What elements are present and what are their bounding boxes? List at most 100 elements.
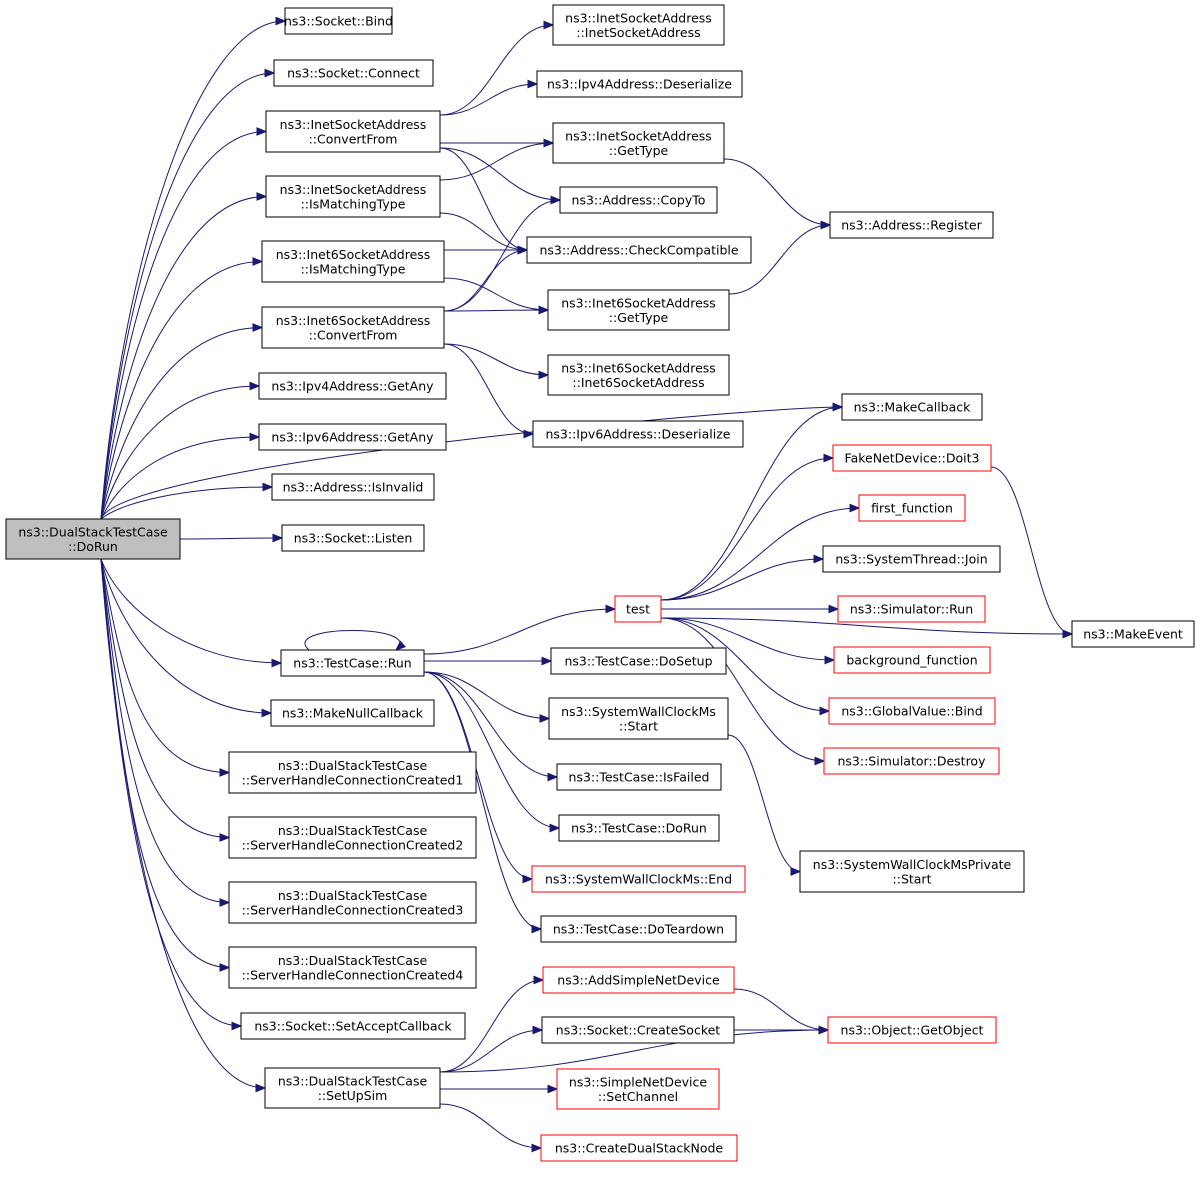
node-box [284,7,393,35]
node-label-line: ns3::SystemWallClockMsPrivate [813,857,1012,872]
call-edge-inet_ismatch-to-addr_checkcompat [439,212,529,255]
node-test[interactable]: test [614,595,662,623]
node-swcp-start[interactable]: ns3::SystemWallClockMsPrivate::Start [799,850,1025,893]
node-ipv4-getany[interactable]: ns3::Ipv4Address::GetAny [258,372,447,400]
node-box [614,595,662,623]
node-gv-bind[interactable]: ns3::GlobalValue::Bind [828,697,996,725]
node-addr-checkcompat[interactable]: ns3::Address::CheckCompatible [526,236,752,264]
node-label-line: ::Inet6SocketAddress [572,375,704,390]
node-addr-copyto[interactable]: ns3::Address::CopyTo [559,186,718,214]
node-inet-gettype[interactable]: ns3::InetSocketAddress::GetType [552,122,725,164]
call-edge-root-to-inet_convert [100,127,268,520]
node-create-dual-node[interactable]: ns3::CreateDualStackNode [540,1134,738,1162]
node-box [526,236,752,264]
node-make-callback[interactable]: ns3::MakeCallback [841,393,983,421]
node-sim-run[interactable]: ns3::Simulator::Run [837,595,986,623]
node-box [1071,620,1195,648]
node-ipv6-getany[interactable]: ns3::Ipv6Address::GetAny [258,423,447,451]
call-edge-add_simple_nd-to-obj_getobject [733,988,830,1035]
node-shcc2[interactable]: ns3::DualStackTestCase::ServerHandleConn… [228,816,477,859]
node-label-line: ns3::Socket::Listen [294,531,413,546]
node-label-line: ::IsMatchingType [301,196,406,211]
node-box [261,240,445,283]
node-label-line: ::ConvertFrom [309,131,398,146]
node-label-line: ::ConvertFrom [309,327,398,342]
node-simple-nd-setch[interactable]: ns3::SimpleNetDevice::SetChannel [556,1068,720,1110]
node-sock-create[interactable]: ns3::Socket::CreateSocket [541,1016,735,1044]
node-box [532,420,744,448]
node-tc-run[interactable]: ns3::TestCase::Run [280,649,425,677]
node-swc-start[interactable]: ns3::SystemWallClockMs::Start [548,697,729,740]
node-box [536,70,743,98]
node-inet-ctor[interactable]: ns3::InetSocketAddress::InetSocketAddres… [552,4,725,46]
node-label-line: first_function [871,501,953,516]
node-sim-destroy[interactable]: ns3::Simulator::Destroy [823,747,1000,775]
call-edge-root-to-inet6_convert [100,323,264,520]
node-addr-isinvalid[interactable]: ns3::Address::IsInvalid [271,473,435,501]
node-label-line: ns3::InetSocketAddress [280,182,427,197]
node-tc-dorun[interactable]: ns3::TestCase::DoRun [558,814,720,842]
call-edge-root-to-tc_run [100,558,283,668]
node-tc-doteardown[interactable]: ns3::TestCase::DoTeardown [540,915,737,943]
call-edge-inet_gettype-to-addr_register [723,158,832,230]
node-label-line: ns3::Object::GetObject [841,1023,984,1038]
call-edge-test-to-systhread_join [660,554,825,601]
node-root[interactable]: ns3::DualStackTestCase::DoRun [5,518,181,560]
node-label-line: ns3::Inet6SocketAddress [561,360,716,375]
node-label-line: ns3::Address::CheckCompatible [539,243,738,258]
node-swc-end[interactable]: ns3::SystemWallClockMs::End [531,865,746,893]
node-inet6-ctor[interactable]: ns3::Inet6SocketAddress::Inet6SocketAddr… [547,354,730,396]
node-label-line: ::GetType [609,143,669,158]
node-obj-getobject[interactable]: ns3::Object::GetObject [827,1016,997,1044]
node-box [556,1068,720,1110]
node-sock-listen[interactable]: ns3::Socket::Listen [281,524,425,552]
node-box [547,354,730,396]
node-systhread-join[interactable]: ns3::SystemThread::Join [822,545,1001,573]
node-tc-isfailed[interactable]: ns3::TestCase::IsFailed [556,763,722,791]
node-box [540,1134,738,1162]
node-sock-connect[interactable]: ns3::Socket::Connect [273,59,434,87]
node-label-line: ::SetUpSim [318,1088,388,1103]
node-sock-setaccept[interactable]: ns3::Socket::SetAcceptCallback [240,1012,466,1040]
node-box [837,595,986,623]
call-edge-inet6_convert-to-ipv6_deser [443,343,535,439]
node-label-line: ns3::SystemWallClockMs [561,704,716,719]
node-box [828,697,996,725]
node-label-line: ns3::Ipv4Address::Deserialize [547,77,732,92]
node-add-simple-nd[interactable]: ns3::AddSimpleNetDevice [542,966,735,994]
node-fake-doit3[interactable]: FakeNetDevice::Doit3 [832,444,992,472]
node-setupsim[interactable]: ns3::DualStackTestCase::SetUpSim [264,1067,441,1109]
call-edge-tc_run-to-tc_run [304,630,407,651]
node-ipv4-deser[interactable]: ns3::Ipv4Address::Deserialize [536,70,743,98]
node-box [228,751,477,794]
node-label-line: ns3::Socket::CreateSocket [556,1023,721,1038]
node-box [280,649,425,677]
node-background-function[interactable]: background_function [833,646,991,674]
node-box [547,289,730,331]
call-edge-inet6_convert-to-addr_checkcompat [443,245,529,312]
node-tc-dosetup[interactable]: ns3::TestCase::DoSetup [550,647,727,675]
node-inet6-convert[interactable]: ns3::Inet6SocketAddress::ConvertFrom [261,306,445,349]
node-label-line: ns3::DualStackTestCase [278,953,428,968]
call-edge-setupsim-to-create_dual_node [439,1103,543,1153]
node-make-null-cb[interactable]: ns3::MakeNullCallback [270,699,435,727]
node-shcc3[interactable]: ns3::DualStackTestCase::ServerHandleConn… [228,881,477,924]
call-edge-root-to-addr_isinvalid [100,482,274,520]
node-box [240,1012,466,1040]
node-inet-convert[interactable]: ns3::InetSocketAddress::ConvertFrom [265,110,441,153]
call-edge-test-to-fake_doit3 [660,453,835,601]
node-inet-ismatch[interactable]: ns3::InetSocketAddress::IsMatchingType [265,175,441,218]
node-shcc4[interactable]: ns3::DualStackTestCase::ServerHandleConn… [228,946,477,989]
node-first-function[interactable]: first_function [858,494,966,522]
node-make-event[interactable]: ns3::MakeEvent [1071,620,1195,648]
node-box [552,122,725,164]
node-addr-register[interactable]: ns3::Address::Register [829,211,994,239]
node-label-line: ns3::CreateDualStackNode [555,1141,724,1156]
call-edge-sock_create-to-obj_getobject [734,1025,830,1035]
node-shcc1[interactable]: ns3::DualStackTestCase::ServerHandleConn… [228,751,477,794]
node-ipv6-deser[interactable]: ns3::Ipv6Address::Deserialize [532,420,744,448]
node-inet6-gettype[interactable]: ns3::Inet6SocketAddress::GetType [547,289,730,331]
node-inet6-ismatch[interactable]: ns3::Inet6SocketAddress::IsMatchingType [261,240,445,283]
node-sock-bind[interactable]: ns3::Socket::Bind [284,7,393,35]
